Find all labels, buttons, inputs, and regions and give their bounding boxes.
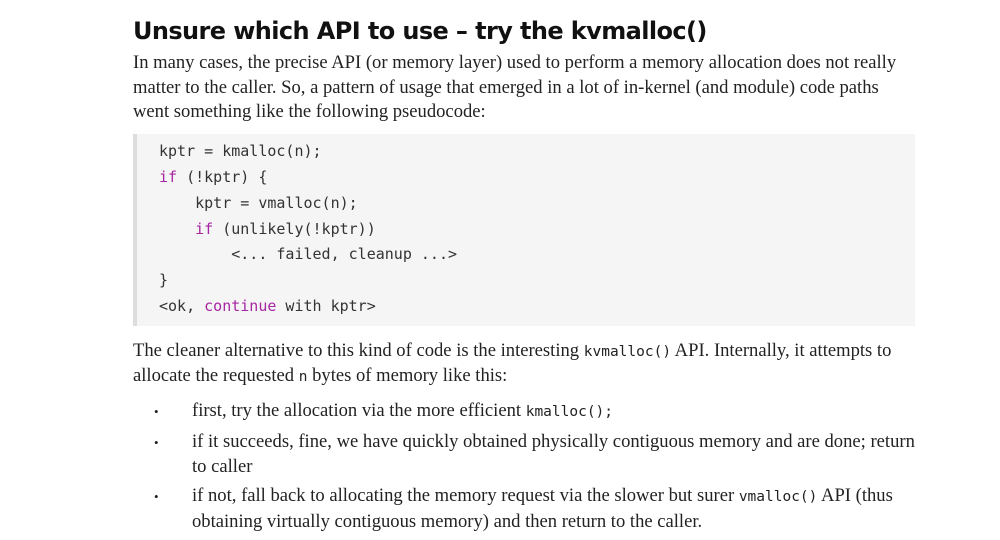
text: API (thus obtaining virtually contiguous… — [192, 485, 893, 532]
code-keyword: continue — [204, 296, 277, 315]
code-line: (unlikely(!kptr)) — [213, 219, 376, 238]
code-keyword: if — [195, 219, 214, 238]
code-line: kptr = kmalloc(n); — [159, 142, 322, 161]
code-line: } — [159, 271, 169, 290]
text: if not, fall back to allocating the memo… — [192, 485, 739, 507]
code-line: <ok, — [159, 296, 205, 315]
code-line: (!kptr) { — [177, 167, 268, 186]
article-section: Unsure which API to use – try the kvmall… — [133, 0, 915, 540]
list-item: if it succeeds, fine, we have quickly ob… — [154, 430, 915, 479]
code-line: kptr = vmalloc(n); — [159, 193, 358, 212]
code-keyword: if — [159, 167, 178, 186]
list-item: first, try the allocation via the more e… — [154, 399, 915, 425]
explanation-paragraph: The cleaner alternative to this kind of … — [133, 339, 915, 390]
text: The cleaner alternative to this kind of … — [133, 339, 584, 361]
inline-code: kmalloc(); — [525, 404, 614, 421]
intro-paragraph: In many cases, the precise API (or memor… — [133, 52, 897, 123]
text: bytes of memory like this: — [307, 365, 508, 387]
inline-code: n — [298, 369, 308, 386]
section-heading: Unsure which API to use – try the kvmall… — [133, 17, 707, 45]
code-line: <... failed, cleanup ...> — [159, 245, 458, 264]
text: API. Internally, it attempts to allocate… — [133, 339, 892, 387]
text: first, try the allocation via the more e… — [192, 400, 526, 422]
list-item: if not, fall back to allocating the memo… — [154, 484, 915, 534]
inline-code: kvmalloc() — [583, 343, 672, 360]
inline-code: vmalloc() — [738, 489, 818, 506]
steps-list: first, try the allocation via the more e… — [133, 399, 915, 535]
code-block: kptr = kmalloc(n); if (!kptr) { kptr = v… — [133, 134, 915, 326]
text: if it succeeds, fine, we have quickly ob… — [192, 430, 915, 477]
code-indent — [159, 220, 195, 238]
code-line: with kptr> — [276, 296, 376, 315]
